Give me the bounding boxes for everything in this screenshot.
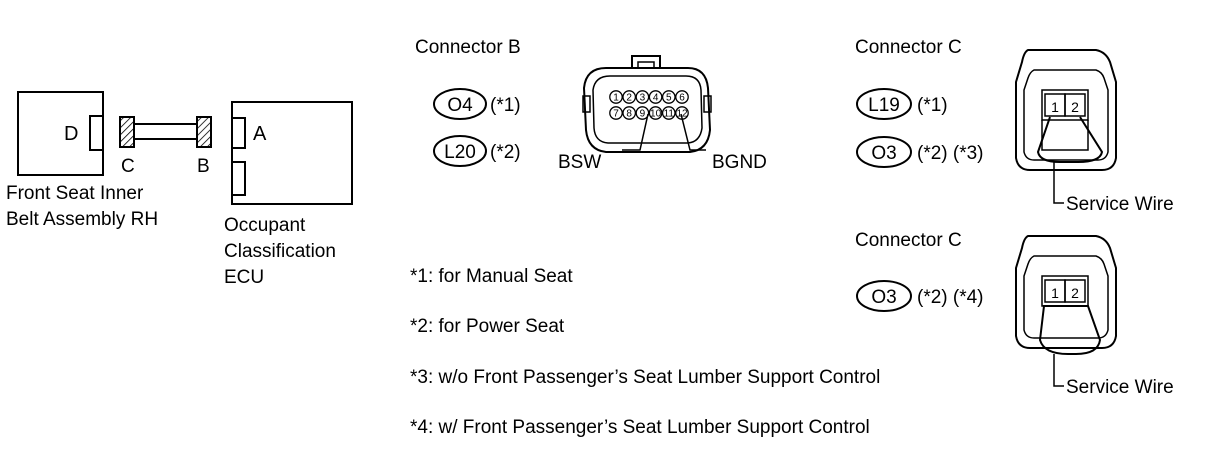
connector-d-letter: D <box>64 123 78 145</box>
connector-face-icon: 1 2 <box>1015 49 1117 171</box>
ecu-connector-secondary <box>231 161 246 196</box>
connector-b-pin-cavity <box>622 90 637 104</box>
connector-face-icon <box>582 55 712 153</box>
connector-b-pin-number: 11 <box>664 109 675 120</box>
connector-c2-wire-label: Service Wire <box>1066 377 1174 398</box>
connector-c2-note-1: (*2) (*4) <box>917 287 984 308</box>
connector-b-pin-cavity <box>661 90 676 104</box>
connector-c1-note-1: (*1) <box>917 95 948 116</box>
connector-b-pin-number: 5 <box>666 93 672 104</box>
connector-b-pin-number: 7 <box>613 109 619 120</box>
ecu-box <box>231 101 353 205</box>
ecu-label-line3: ECU <box>224 267 264 288</box>
connector-c1-pin-2: 2 <box>1071 99 1079 115</box>
notes: *1: for Manual Seat *2: for Power Seat *… <box>410 266 880 438</box>
note-2: *2: for Power Seat <box>410 316 565 337</box>
connector-b-pin-cavity <box>635 90 650 104</box>
connector-c2: Connector C O3 (*2) (*4) 1 2 Service Wir… <box>855 230 1174 398</box>
connector-b-code-oval <box>433 88 487 120</box>
connector-c2-code-oval <box>856 280 912 312</box>
connector-c1-code-2: O3 <box>871 143 896 164</box>
connector-b-note-1: (*1) <box>490 95 521 116</box>
connector-c2-code-1: O3 <box>871 287 896 308</box>
hatched-connector-icon <box>119 116 135 148</box>
bsw-leader-line <box>622 113 649 151</box>
connector-b-pin-number: 9 <box>640 109 646 120</box>
connector-b-pin-number: 6 <box>679 93 685 104</box>
note-1: *1: for Manual Seat <box>410 266 573 287</box>
connector-b-code-oval <box>433 135 487 167</box>
connector-b-bsw-label: BSW <box>558 152 601 173</box>
connector-b-code-2: L20 <box>444 142 476 163</box>
connector-b-pin-cavity <box>622 106 637 120</box>
connector-b-note-2: (*2) <box>490 142 521 163</box>
connector-a-letter: A <box>253 123 267 145</box>
connector-c1-code-1: L19 <box>868 95 900 116</box>
connector-c1-pin-1: 1 <box>1051 99 1059 115</box>
connector-b-pin-cavity <box>661 106 676 120</box>
connector-b-pin-number: 2 <box>626 93 632 104</box>
connector-b-pin-number: 3 <box>640 93 646 104</box>
connector-c2-pin-2: 2 <box>1071 285 1079 301</box>
connector-b-pin-number: 12 <box>676 109 688 120</box>
connector-b-pin-cavity <box>675 90 689 104</box>
connector-face-icon: 1 2 <box>1015 235 1117 349</box>
block-diagram: D C B A Front Seat Inner Belt Assembly R… <box>6 91 353 288</box>
connector-b-pin-cavity <box>609 90 623 104</box>
connector-c1-note-2: (*2) (*3) <box>917 143 984 164</box>
ecu-label-line2: Classification <box>224 241 336 262</box>
connector-b-pin-cavity <box>648 106 663 120</box>
connector-c2-title: Connector C <box>855 230 962 251</box>
connector-c1-title: Connector C <box>855 37 962 58</box>
connector-b-title: Connector B <box>415 37 521 58</box>
note-4: *4: w/ Front Passenger’s Seat Lumber Sup… <box>410 417 870 438</box>
service-wire-leader <box>1053 354 1064 387</box>
service-wire-loop <box>1036 116 1104 163</box>
belt-assembly-box <box>17 91 104 176</box>
service-wire-leader <box>1053 162 1064 204</box>
hatched-connector-icon <box>196 116 212 148</box>
connector-c1-wire-label: Service Wire <box>1066 194 1174 215</box>
connector-b-pin-number: 1 <box>613 93 619 104</box>
ecu-connector-a <box>231 117 246 149</box>
bgnd-leader-line <box>680 113 706 151</box>
connector-c2-pin-1: 1 <box>1051 285 1059 301</box>
service-wire-plug <box>1038 305 1102 355</box>
belt-assembly-connector-d <box>89 115 104 151</box>
connector-b-code-1: O4 <box>447 95 473 116</box>
connector-c1-code-oval <box>856 136 912 168</box>
connector-b-pin-number: 10 <box>650 109 662 120</box>
connector-b-pin-cavity <box>648 90 663 104</box>
connector-b-pin-number: 4 <box>653 93 659 104</box>
connector-c1: Connector C L19 (*1) O3 (*2) (*3) 1 2 Se… <box>855 37 1174 215</box>
wire-end-b-label: B <box>197 156 210 177</box>
connector-c1-code-oval <box>856 88 912 120</box>
belt-assembly-label-line2: Belt Assembly RH <box>6 209 158 230</box>
belt-assembly-label-line1: Front Seat Inner <box>6 183 144 204</box>
ecu-label-line1: Occupant <box>224 215 306 236</box>
connector-b-pin-number: 8 <box>626 109 632 120</box>
connector-b-pin-cavity <box>635 106 650 120</box>
note-3: *3: w/o Front Passenger’s Seat Lumber Su… <box>410 367 880 388</box>
connector-b-bgnd-label: BGND <box>712 152 767 173</box>
wire-end-c-label: C <box>121 156 135 177</box>
connector-b-pin-cavity <box>609 106 623 120</box>
